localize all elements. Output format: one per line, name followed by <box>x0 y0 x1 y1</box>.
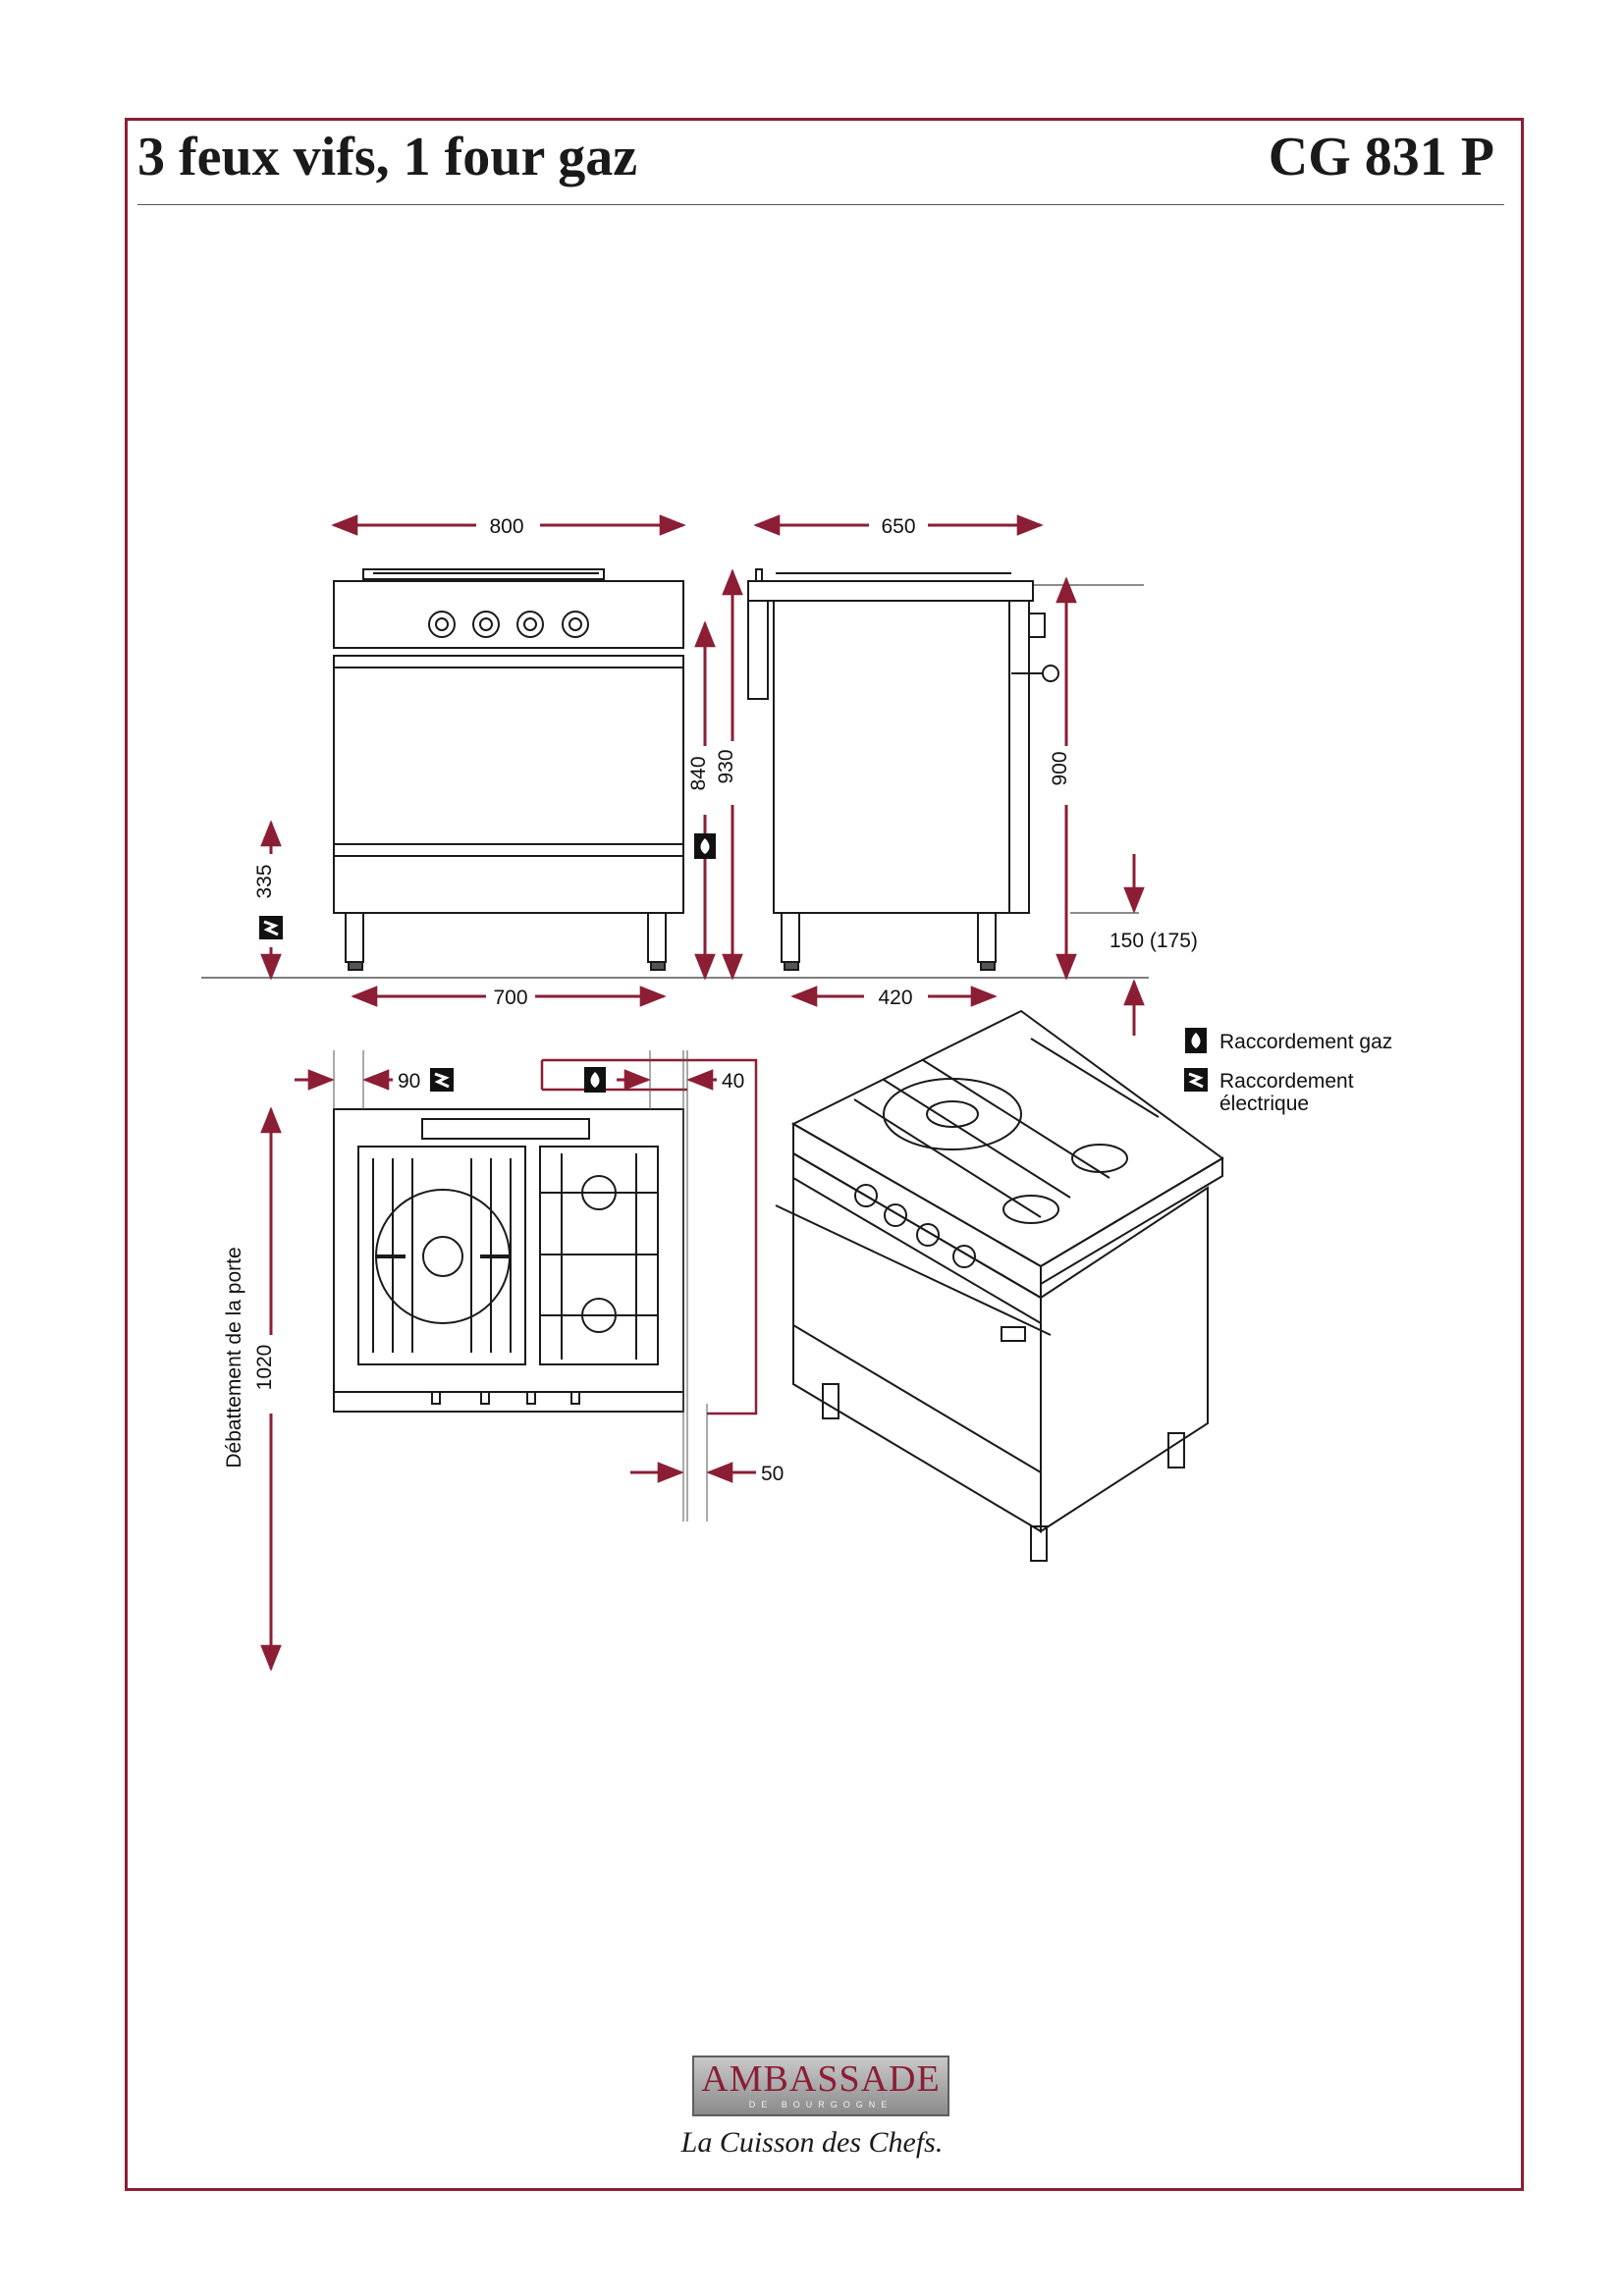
dim-side-height: 900 <box>1049 751 1071 785</box>
page-frame <box>125 118 1524 2191</box>
dim-gas-offset: 40 <box>722 1070 744 1093</box>
top-view <box>333 1108 684 1413</box>
dim-gas-height: 150 (175) <box>1110 930 1198 952</box>
model-number: CG 831 P <box>1268 127 1494 187</box>
dim-leg-width: 700 <box>493 987 527 1009</box>
title-rule <box>137 204 1504 205</box>
dim-total-height: 930 <box>715 749 737 783</box>
dim-side-depth: 650 <box>881 515 915 538</box>
brand-logo: AMBASSADE DE BOURGOGNE <box>692 2056 949 2116</box>
dim-elec-height: 335 <box>253 864 276 898</box>
side-view <box>747 568 1144 971</box>
electric-connection-icon <box>428 1066 456 1094</box>
legend-gas-label: Raccordement gaz <box>1219 1031 1392 1053</box>
front-view <box>333 568 684 971</box>
dim-door-clearance: 1020 <box>253 1345 276 1391</box>
logo-sub-text: DE BOURGOGNE <box>748 2100 893 2109</box>
guide-lines <box>333 1050 708 1522</box>
page-title: 3 feux vifs, 1 four gaz <box>137 127 638 187</box>
perspective-view <box>775 1009 1224 1562</box>
electric-connection-icon <box>1182 1066 1210 1094</box>
legend: Raccordement gaz Raccordement électrique <box>1182 1028 1392 1115</box>
dim-hob-height: 840 <box>687 756 710 790</box>
dimension-arrows <box>260 514 1145 1672</box>
legend-elec-label-line1: Raccordement <box>1219 1070 1354 1093</box>
gas-connection-icon <box>694 833 716 859</box>
connection-clearance-outline <box>542 1058 758 1415</box>
legend-elec-label-line2: électrique <box>1219 1093 1309 1115</box>
dim-rear-offset: 50 <box>761 1463 784 1485</box>
brand-tagline: La Cuisson des Chefs. <box>680 2126 944 2159</box>
dim-leg-depth: 420 <box>878 987 912 1009</box>
dim-front-width: 800 <box>489 515 523 538</box>
gas-connection-icon <box>1185 1028 1207 1053</box>
electric-connection-icon <box>257 914 285 941</box>
door-clearance-label: Débattement de la porte <box>223 1247 245 1468</box>
dim-elec-offset: 90 <box>398 1070 420 1093</box>
logo-main-text: AMBASSADE <box>701 2058 941 2100</box>
gas-connection-icon <box>584 1067 606 1093</box>
